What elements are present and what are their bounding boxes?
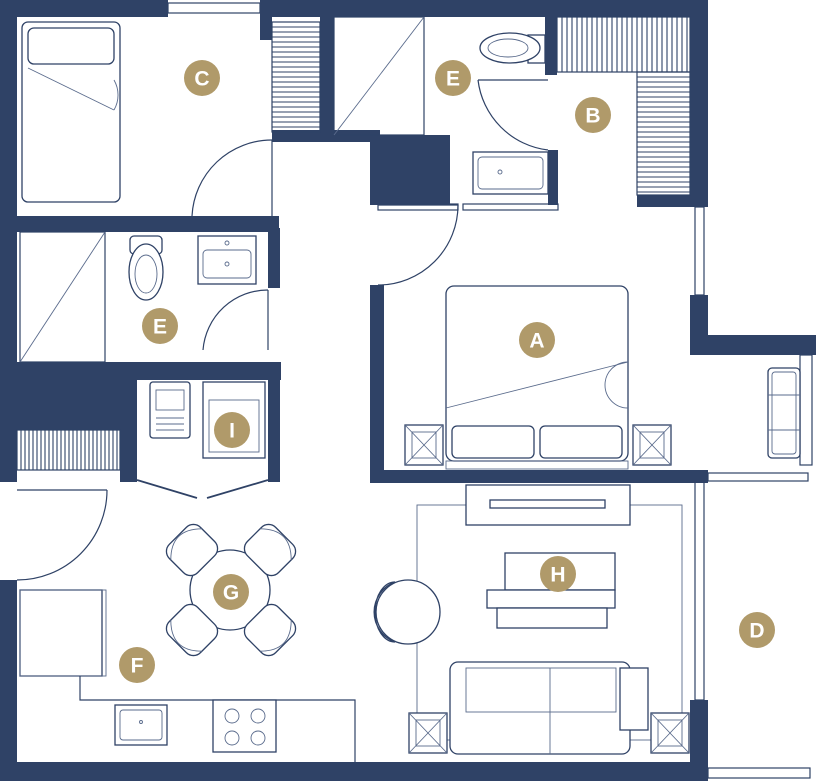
room-label-i: I (214, 412, 250, 448)
room-label-h: H (540, 556, 576, 592)
dining-chair (243, 603, 297, 657)
closet-hatching (16, 16, 691, 471)
dining-set (165, 523, 297, 657)
room-label-g-text: G (223, 582, 239, 605)
kitchen-fixtures (19, 589, 356, 762)
room-label-a-text: A (529, 330, 544, 353)
room-label-i-text: I (229, 420, 235, 443)
room-label-e-lower: E (142, 308, 178, 344)
bed-room-a (404, 285, 672, 470)
room-label-c-text: C (194, 68, 209, 91)
bathroom-upper-fixtures (333, 16, 549, 195)
bathroom-lower-fixtures (19, 231, 257, 363)
balcony-furniture (707, 367, 809, 482)
doors (16, 79, 559, 581)
room-label-a: A (519, 322, 555, 358)
room-label-f: F (119, 647, 155, 683)
room-label-f-text: F (131, 655, 144, 678)
room-label-e-upper: E (435, 60, 471, 96)
room-label-e-upper-text: E (446, 68, 460, 91)
dining-chair (165, 603, 219, 657)
room-label-d: D (739, 612, 775, 648)
dining-chair (243, 523, 297, 577)
laundry-fixtures (149, 381, 266, 459)
room-label-g: G (213, 574, 249, 610)
room-label-d-text: D (749, 620, 764, 643)
bed-room-c (21, 21, 121, 203)
room-label-h-text: H (550, 564, 565, 587)
room-label-b-text: B (585, 105, 600, 128)
room-label-c: C (184, 60, 220, 96)
room-label-b: B (575, 97, 611, 133)
room-label-e-lower-text: E (153, 316, 167, 339)
living-furniture (373, 484, 690, 755)
dining-chair (165, 523, 219, 577)
